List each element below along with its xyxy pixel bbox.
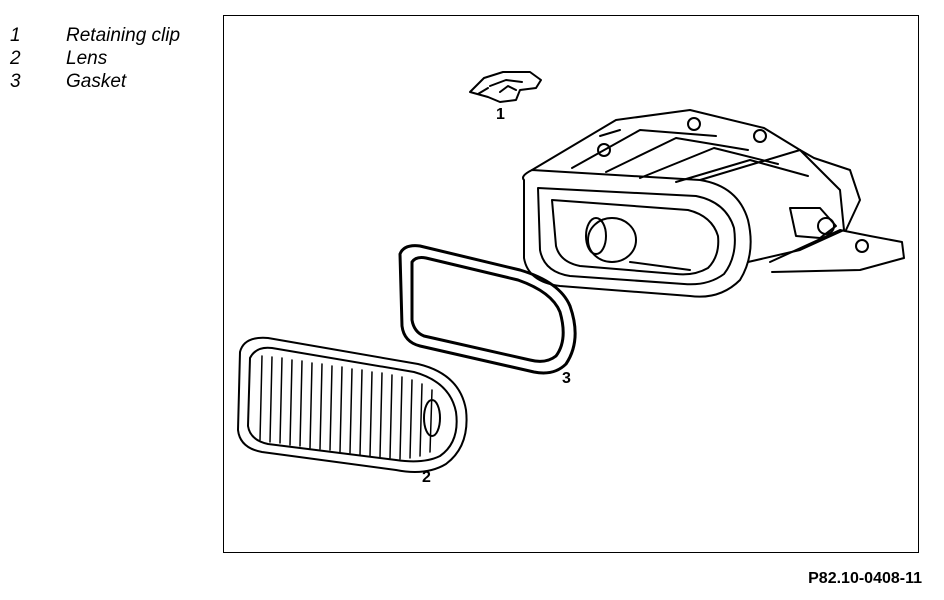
legend-label: Lens	[66, 48, 108, 69]
legend-label: Gasket	[66, 71, 127, 92]
callout-lens: 2	[422, 469, 431, 486]
legend-item-lens: 2 Lens	[10, 47, 180, 70]
legend-label: Retaining clip	[66, 25, 181, 46]
legend-number: 1	[10, 25, 21, 46]
legend-item-retaining-clip: 1 Retaining clip	[10, 24, 180, 47]
lamp-housing-illustration	[522, 109, 905, 298]
parts-legend: 1 Retaining clip 2 Lens 3 Gasket	[10, 24, 180, 93]
legend-number: 3	[10, 71, 21, 92]
legend-number: 2	[10, 48, 21, 69]
legend-item-gasket: 3 Gasket	[10, 70, 180, 93]
figure-reference: P82.10-0408-11	[808, 570, 922, 587]
gasket-illustration	[398, 244, 577, 375]
lens-illustration	[237, 336, 468, 473]
callout-retaining-clip: 1	[496, 106, 505, 123]
diagram-frame	[223, 15, 919, 553]
retaining-clip-illustration	[469, 71, 542, 103]
callout-gasket: 3	[562, 370, 571, 387]
